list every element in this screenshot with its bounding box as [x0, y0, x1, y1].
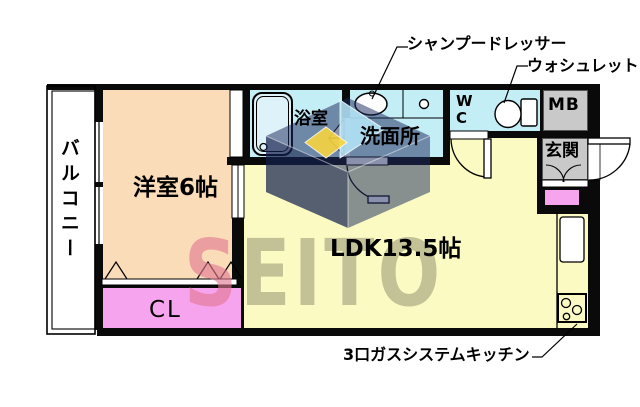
logo-play-icon [339, 99, 385, 159]
meter-box-label: MB [548, 95, 580, 115]
leader-lines [371, 46, 578, 358]
entrance-door-arc [588, 143, 631, 181]
entrance-step [541, 179, 589, 188]
balcony-label: バルコニー [57, 138, 80, 263]
kitchen-sink-icon [559, 216, 585, 263]
wc-label: WC [456, 92, 473, 127]
entrance-closet-arc-left [545, 164, 565, 183]
entrance-label: 玄関 [545, 141, 579, 161]
logo-hexagon [265, 98, 431, 228]
closet-folding-doors [104, 260, 243, 280]
washroom-label: 洗面所 [360, 124, 420, 148]
room-meter-box [543, 90, 588, 131]
burner-icon [571, 304, 583, 316]
burner-icon [560, 297, 572, 309]
room-western [103, 90, 233, 285]
entrance-door-gap [587, 141, 601, 181]
gas-kitchen-annotation: 3口ガスシステムキッチン [343, 345, 530, 364]
balcony-outline [46, 85, 96, 335]
shampoo-dresser-annotation: シャンプードレッサー [407, 34, 567, 53]
hall-door-leaf [483, 138, 492, 179]
logo-diamond-icon [304, 126, 348, 159]
shoe-cabinet [542, 187, 582, 208]
hall-door-gap [449, 130, 489, 140]
gas-stove-icon [557, 293, 587, 323]
ldk-label: LDK13.5帖 [330, 236, 462, 262]
toilet-bowl-icon [494, 99, 522, 129]
entrance-door-leaf [587, 137, 631, 145]
washer-drain-icon [418, 98, 430, 110]
hall-door-arc [450, 138, 488, 178]
western-room-label: 洋室6帖 [132, 175, 218, 201]
closet-track [101, 278, 238, 286]
washlet-annotation: ウォシュレット [527, 56, 639, 75]
bath-label: 浴室 [294, 109, 328, 129]
burner-icon [562, 312, 571, 321]
pipe-shaft [229, 89, 244, 158]
entrance-closet-arc-right [562, 164, 582, 183]
toilet-tank-icon [520, 98, 538, 127]
closet-label: CL [149, 297, 182, 323]
